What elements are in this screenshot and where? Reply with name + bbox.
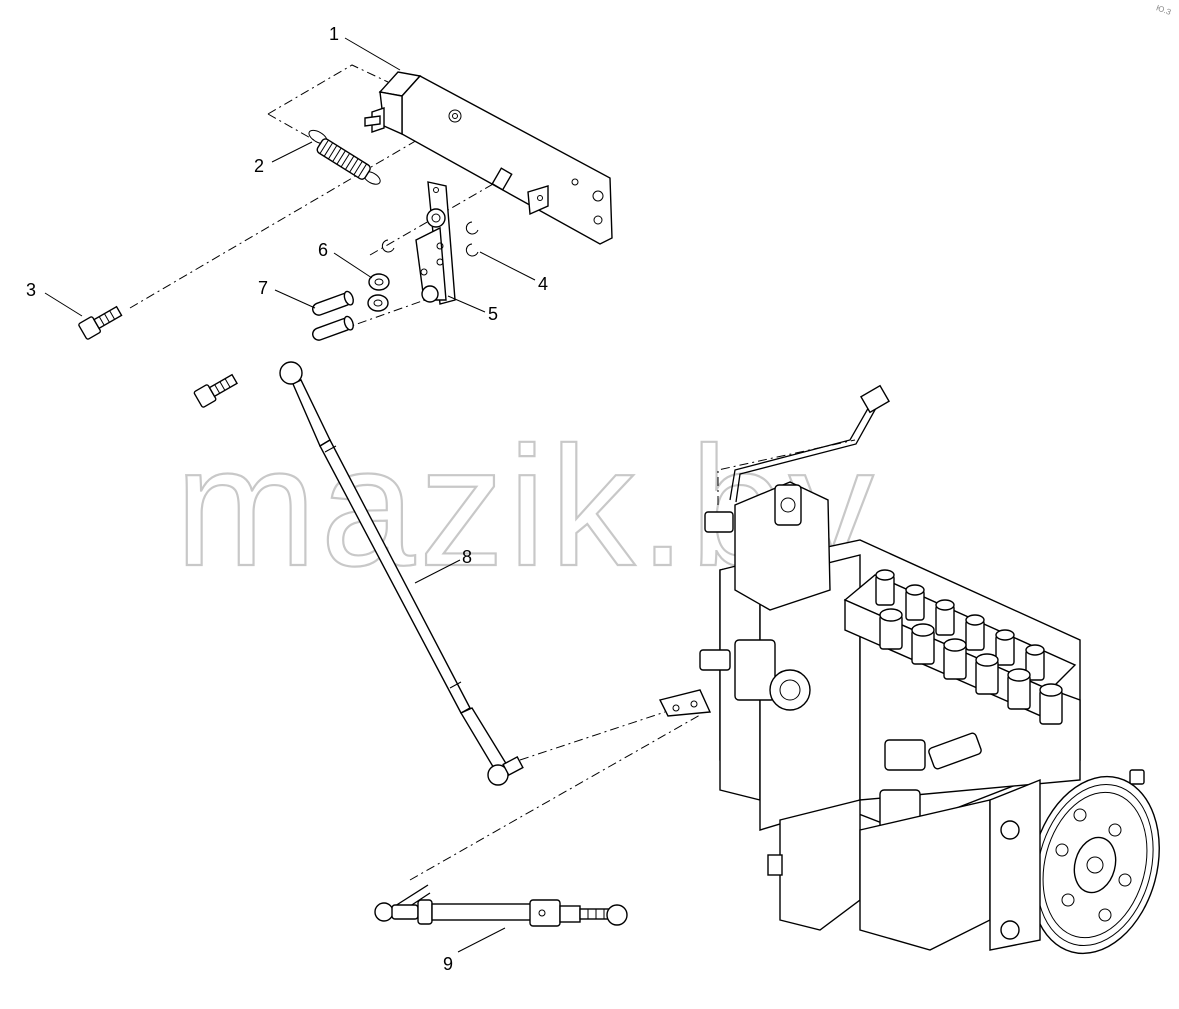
- extra-bolt: [193, 373, 238, 408]
- callout-8: 8: [462, 547, 472, 567]
- part-1-bracket: [364, 71, 613, 245]
- delivery-valves: [875, 569, 1063, 725]
- callout-4: 4: [538, 274, 548, 294]
- part-4-clips: [381, 221, 479, 257]
- callout-1: 1: [329, 24, 339, 44]
- callout-2: 2: [254, 156, 264, 176]
- callout-7: 7: [258, 278, 268, 298]
- callout-9: 9: [443, 954, 453, 974]
- callout-5: 5: [488, 304, 498, 324]
- injection-pump: [658, 384, 1160, 955]
- part-2-spring: [308, 129, 381, 185]
- callout-6: 6: [318, 240, 328, 260]
- part-3-bolt: [78, 305, 123, 340]
- part-8-rod: [279, 361, 524, 786]
- part-6-washers: [367, 273, 390, 312]
- drive-gear: [1030, 775, 1160, 955]
- callout-numbers: 1 2 3 4 5 6 7 8 9: [26, 24, 548, 974]
- part-7-pins: [312, 290, 354, 341]
- part-5-lever: [415, 181, 456, 305]
- part-9-link: [374, 884, 628, 927]
- callout-3: 3: [26, 280, 36, 300]
- corner-mark: Ю.З: [1155, 3, 1172, 17]
- callout-leaders: [44, 37, 536, 953]
